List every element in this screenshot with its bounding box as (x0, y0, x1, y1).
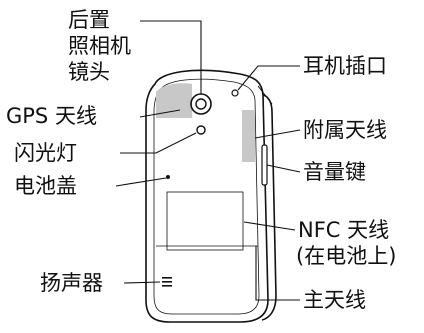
leader-volume (266, 164, 301, 173)
leader-speaker (123, 281, 161, 284)
leader-nfc (243, 221, 296, 231)
gps-antenna-area (156, 83, 192, 118)
leader-flash (120, 132, 197, 154)
camera-lens (190, 93, 212, 115)
leader-main-antenna (255, 246, 300, 301)
rear-camera-label-line1: 后置 (68, 8, 110, 32)
battery-cover-dot (166, 175, 170, 179)
rear-camera-label-line2: 照相机 (68, 34, 131, 58)
flash-dot (196, 125, 206, 135)
speaker-grille (162, 277, 172, 287)
rear-camera-label-line3: 镜头 (68, 60, 110, 84)
flash-label: 闪光灯 (14, 141, 77, 165)
volume-key (261, 144, 268, 186)
gps-antenna-label: GPS 天线 (6, 104, 97, 128)
nfc-area (166, 191, 244, 251)
aux-antenna-area (242, 110, 255, 162)
phone-body (145, 69, 277, 323)
leader-lines (115, 20, 301, 301)
battery-cover-label: 电池盖 (14, 174, 77, 198)
leader-battery (115, 177, 167, 187)
headset-jack-label: 耳机插口 (303, 54, 387, 78)
nfc-antenna-label-line2: (在电池上) (296, 244, 397, 268)
nfc-antenna-label-line1: NFC 天线 (298, 218, 390, 242)
leader-gps (139, 109, 181, 118)
leader-headset (237, 65, 300, 91)
speaker-label: 扬声器 (40, 271, 103, 295)
leader-camera (140, 20, 202, 94)
volume-key-label: 音量键 (303, 160, 366, 184)
leader-aux (254, 129, 301, 139)
aux-antenna-label: 附属天线 (303, 118, 387, 142)
headset-jack (231, 89, 239, 97)
main-antenna-label: 主天线 (303, 288, 366, 312)
